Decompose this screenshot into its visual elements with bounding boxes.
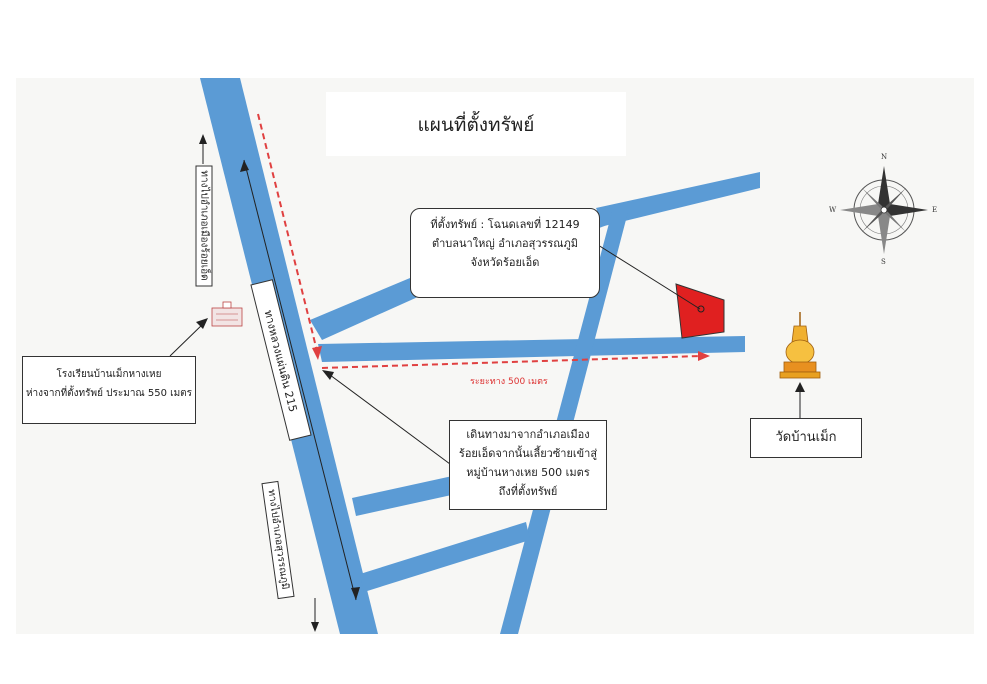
school-arrowhead [196, 318, 208, 329]
temple-icon [779, 312, 821, 379]
road-lower-2 [360, 522, 530, 592]
distance-label: ระยะทาง 500 เมตร [470, 377, 548, 387]
property-leader [597, 244, 701, 310]
compass-rose-icon [840, 166, 928, 254]
road-main-east [318, 336, 745, 362]
road-ne-ext [596, 172, 760, 226]
property-line-1: ที่ตั้งทรัพย์ : โฉนดเลขที่ 12149 [430, 218, 580, 231]
temple-label: วัดบ้านเม็ก [775, 430, 837, 445]
to-suwannaphum-box [261, 480, 295, 600]
arrowhead-down [351, 587, 360, 600]
directions-line-3: หมู่บ้านหางเหย 500 เมตร [466, 466, 590, 479]
to-suwannaphum-arrowhead [311, 622, 319, 632]
directions-line-4: ถึงที่ตั้งทรัพย์ [498, 485, 558, 498]
directions-leader [325, 371, 451, 465]
school-leader [169, 321, 206, 357]
title-panel: แผนที่ตั้งทรัพย์ [326, 92, 626, 156]
temple-label-box: วัดบ้านเม็ก [750, 418, 862, 458]
school-line-1: โรงเรียนบ้านเม็กหางเหย [56, 369, 162, 380]
road-upper-branch [310, 278, 420, 340]
arrowhead-up [240, 160, 249, 172]
route-horizontal [321, 355, 701, 369]
compass-s: S [881, 258, 886, 266]
property-line-3: จังหวัดร้อยเอ็ด [470, 256, 540, 269]
route-vertical [257, 113, 319, 356]
compass-e: E [932, 206, 938, 214]
compass-n: N [881, 153, 888, 161]
highway-direction-line [243, 159, 357, 601]
directions-arrowhead [322, 370, 334, 380]
parcel-marker [697, 305, 705, 313]
temple-arrowhead [795, 382, 805, 392]
property-line-2: ตำบลนาใหญ่ อำเภอสุวรรณภูมิ [431, 237, 579, 250]
school-line-2: ห่างจากที่ตั้งทรัพย์ ประมาณ 550 เมตร [25, 388, 193, 399]
route-arrowhead-down [312, 346, 322, 360]
directions-info-box: เดินทางมาจากอำเภอเมือง ร้อยเอ็ดจากนั้นเล… [449, 420, 607, 510]
to-roiet-arrowhead [199, 134, 207, 144]
to-roiet-box [195, 165, 213, 287]
property-info-box: ที่ตั้งทรัพย์ : โฉนดเลขที่ 12149 ตำบลนาใ… [410, 208, 600, 298]
school-info-box: โรงเรียนบ้านเม็กหางเหย ห่างจากที่ตั้งทรั… [22, 356, 196, 424]
map-title: แผนที่ตั้งทรัพย์ [417, 114, 535, 136]
highway-label-box [250, 279, 312, 441]
directions-line-2: ร้อยเอ็ดจากนั้นเลี้ยวซ้ายเข้าสู่ [458, 447, 598, 460]
to-roiet-label: ทางไปอำเภอเมืองร้อยเอ็ด [198, 170, 210, 281]
route-arrowhead-right [698, 351, 710, 361]
directions-line-1: เดินทางมาจากอำเภอเมือง [466, 428, 590, 441]
compass-w: W [829, 206, 837, 214]
school-icon [211, 301, 243, 327]
property-parcel [675, 283, 725, 339]
